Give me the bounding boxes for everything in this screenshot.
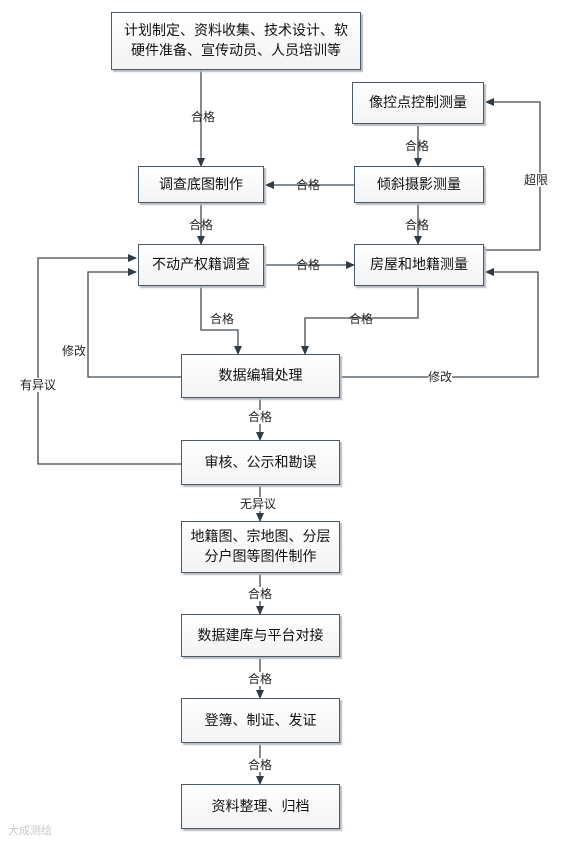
label-pass-register-archive: 合格 — [248, 758, 273, 772]
node-house-survey: 房屋和地籍测量 — [354, 244, 484, 286]
node-house-survey-text: 房屋和地籍测量 — [370, 257, 468, 273]
arrow-house-to-edit — [301, 286, 419, 355]
node-review-text: 审核、公示和勘误 — [204, 454, 317, 471]
label-pass-plan: 合格 — [191, 110, 216, 124]
node-image-control-text: 像控点控制测量 — [369, 95, 467, 111]
label-modify-left: 修改 — [62, 344, 87, 358]
arrow-review-objection — [37, 254, 181, 465]
label-pass-control: 合格 — [405, 139, 430, 153]
node-data-edit-text: 数据编辑处理 — [218, 368, 303, 384]
node-register-text: 登簿、制证、发证 — [204, 712, 317, 729]
node-property-survey-text: 不动产权籍调查 — [152, 257, 250, 273]
label-exceed: 超限 — [524, 173, 549, 187]
node-map-making-text: 地籍图、宗地图、分层 分户图等图件制作 — [190, 529, 331, 565]
node-image-control: 像控点控制测量 — [352, 82, 484, 124]
label-pass-database-register: 合格 — [248, 672, 273, 686]
node-archive: 资料整理、归档 — [181, 784, 340, 829]
label-pass-house-edit: 合格 — [349, 312, 374, 326]
label-objection: 有异议 — [20, 378, 57, 392]
node-database-text: 数据建库与平台对接 — [197, 627, 324, 644]
label-no-objection: 无异议 — [240, 497, 277, 511]
node-archive-text: 资料整理、归档 — [211, 798, 310, 815]
node-oblique-text: 倾斜摄影测量 — [377, 176, 461, 193]
arrow-edit-modify-left — [87, 268, 181, 378]
label-modify-right: 修改 — [428, 370, 453, 384]
label-pass-edit-review: 合格 — [248, 410, 273, 424]
label-pass-property-edit: 合格 — [210, 312, 235, 326]
node-property-survey: 不动产权籍调查 — [138, 244, 264, 286]
label-pass-maps-database: 合格 — [248, 587, 273, 601]
node-register: 登簿、制证、发证 — [181, 698, 340, 743]
node-data-edit: 数据编辑处理 — [181, 354, 340, 398]
node-review: 审核、公示和勘误 — [181, 440, 340, 485]
label-pass-property-house: 合格 — [296, 258, 321, 272]
arrow-property-to-edit — [200, 286, 242, 355]
node-plan: 计划制定、资料收集、技术设计、软 硬件准备、宣传动员、人员培训等 — [111, 12, 361, 70]
label-pass-oblique-basemap: 合格 — [296, 178, 321, 192]
node-oblique: 倾斜摄影测量 — [354, 166, 484, 203]
label-pass-oblique-house: 合格 — [405, 218, 430, 232]
node-plan-text: 计划制定、资料收集、技术设计、软 硬件准备、宣传动员、人员培训等 — [124, 23, 348, 59]
node-map-making: 地籍图、宗地图、分层 分户图等图件制作 — [181, 521, 340, 573]
label-pass-basemap: 合格 — [189, 218, 214, 232]
node-base-map-text: 调查底图制作 — [159, 176, 243, 193]
node-base-map: 调查底图制作 — [138, 166, 264, 203]
watermark: 大成测绘 — [8, 824, 52, 837]
node-database: 数据建库与平台对接 — [181, 614, 340, 657]
